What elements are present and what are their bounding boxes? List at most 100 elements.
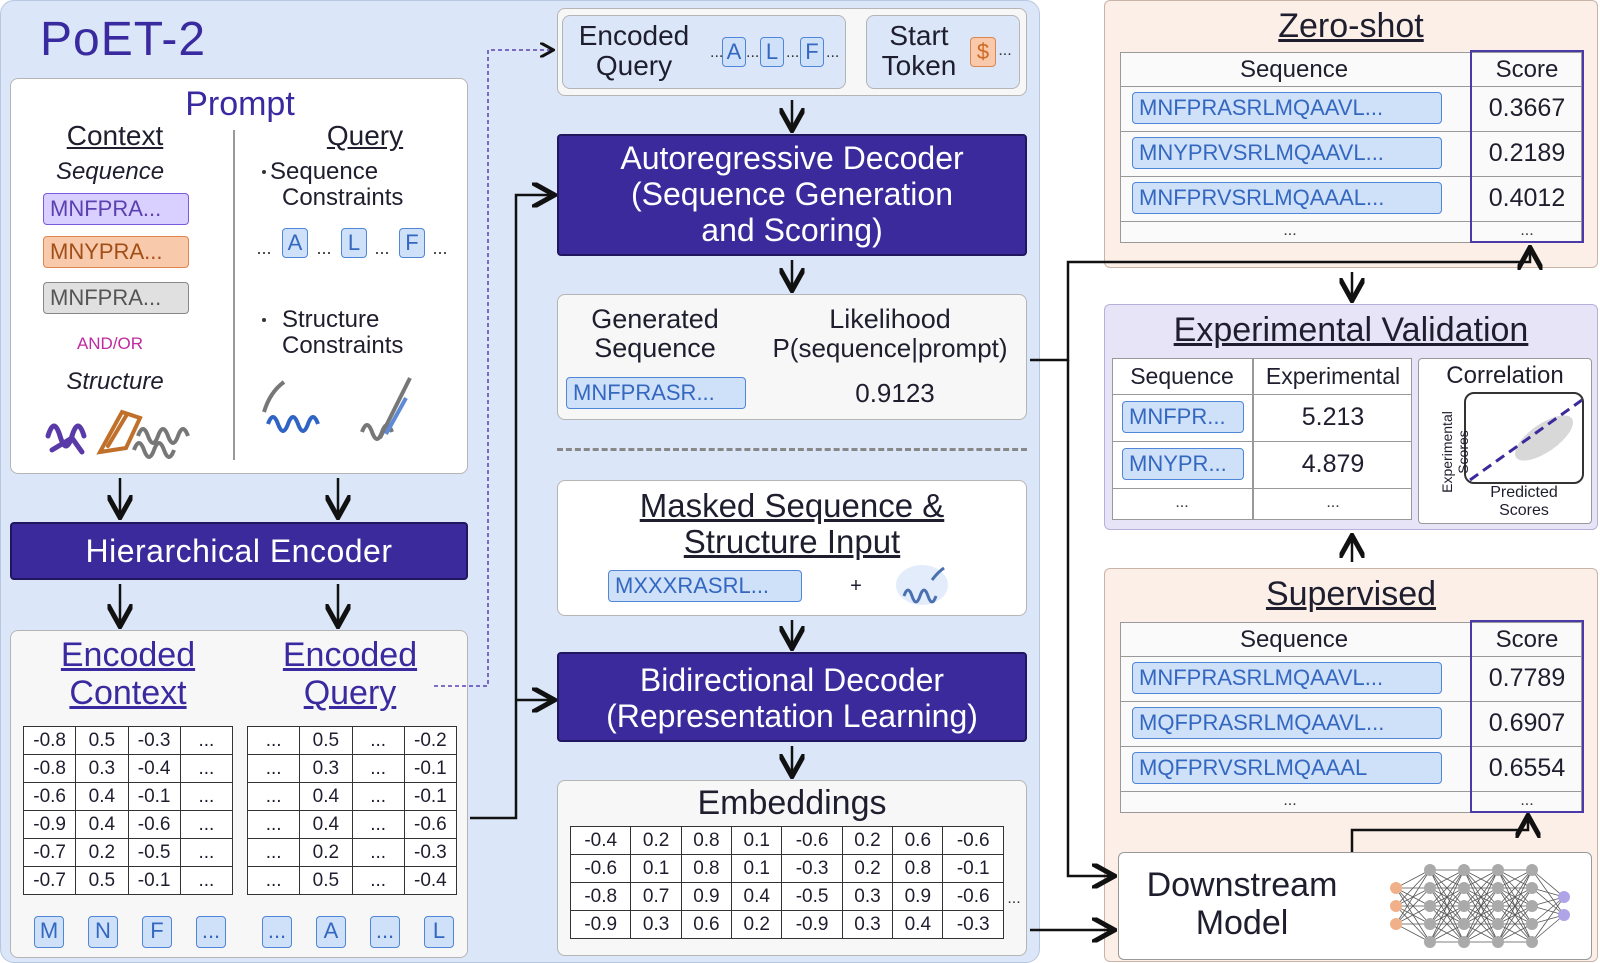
zero-shot-sequence-chip: MNYPRVSRLMQAAVL... <box>1132 137 1442 169</box>
nn-node <box>1492 900 1504 912</box>
eq-input-dots: ... <box>826 44 840 61</box>
masked-title-1: Masked Sequence & <box>639 487 945 524</box>
embedding-cell: -0.4 <box>569 826 632 855</box>
encoded-query-row: ...0.4...-0.6 <box>246 810 458 839</box>
nn-node <box>1424 882 1436 894</box>
zero-shot-more-dots: ... <box>1283 222 1297 239</box>
encoded-query-cell: 0.4 <box>299 782 353 811</box>
nn-node <box>1526 936 1538 948</box>
encoded-query-cell: ... <box>246 810 301 839</box>
nn-node <box>1458 918 1470 930</box>
bidirectional-decoder: Bidirectional Decoder (Representation Le… <box>557 652 1027 742</box>
supervised-title: Supervised <box>1265 575 1437 613</box>
nn-node <box>1458 882 1470 894</box>
prompt-title: Prompt <box>185 85 295 123</box>
experimental-more-dots: ... <box>1326 494 1340 511</box>
generated-header-1: Generated <box>591 304 719 334</box>
encoded-query-cell: -0.1 <box>403 782 458 811</box>
structure-label: Structure <box>66 368 164 395</box>
prompt-box <box>10 78 468 474</box>
encoded-query-cell: 0.5 <box>299 866 353 895</box>
bi-line-2: (Representation Learning) <box>606 698 978 734</box>
encoded-context-cell: -0.7 <box>22 866 77 895</box>
embedding-cell: 0.4 <box>892 910 944 939</box>
encoded-context-1: Encoded <box>60 636 196 674</box>
nn-node <box>1424 918 1436 930</box>
nn-edge <box>1497 869 1533 925</box>
encoded-query-cell: ... <box>351 838 405 867</box>
encoded-context-cell: ... <box>179 838 234 867</box>
encoded-query-cell: 0.4 <box>299 810 353 839</box>
zero-shot-more-dots: ... <box>1520 222 1534 239</box>
encoded-context-cell: -0.1 <box>127 782 181 811</box>
embedding-cell: -0.9 <box>781 910 843 939</box>
supervised-row-divider <box>1120 791 1582 792</box>
embedding-cell: 0.8 <box>892 854 944 883</box>
embedding-cell: 0.8 <box>680 826 733 855</box>
encoded-query-table: ...0.5...-0.2...0.3...-0.1...0.4...-0.1.… <box>246 726 458 895</box>
encoded-context-cell: -0.6 <box>22 782 77 811</box>
encoded-query-cell: ... <box>351 782 405 811</box>
nn-edge <box>1531 869 1565 898</box>
section-divider <box>557 448 1027 451</box>
nn-edge <box>1463 869 1499 925</box>
supervised-col-sequence: Sequence <box>1239 626 1349 653</box>
downstream-line-1: Downstream <box>1146 866 1338 904</box>
eq-input-dots: ... <box>710 44 724 61</box>
nn-edge <box>1395 887 1431 925</box>
nn-edge <box>1429 869 1465 889</box>
embedding-cell: -0.9 <box>569 910 632 939</box>
experimental-more-dots: ... <box>1175 494 1189 511</box>
purple-structure-icon <box>45 423 87 455</box>
helix-constraint-icon <box>262 380 320 433</box>
encoded-context-cell: 0.5 <box>75 866 129 895</box>
nn-edge <box>1531 914 1565 943</box>
embedding-cell: -0.3 <box>942 910 1004 939</box>
encoded-context-cell: ... <box>179 726 234 755</box>
supervised-score-highlight <box>1470 620 1584 813</box>
ar-line-2: (Sequence Generation <box>631 176 953 212</box>
encoded-query-cell: -0.6 <box>403 810 458 839</box>
encoded-query-cell: 0.5 <box>299 726 353 755</box>
embeddings-trailing-dots: ... <box>1007 890 1021 907</box>
embedding-cell: 0.3 <box>630 910 682 939</box>
encoded-context-token: F <box>142 916 172 948</box>
nn-edge <box>1497 869 1533 889</box>
likelihood-header-2: P(sequence|prompt) <box>772 333 1008 363</box>
encoded-context-cell: -0.4 <box>127 754 181 783</box>
nn-edge <box>1429 869 1465 907</box>
eq-input-dots: ... <box>786 44 800 61</box>
query-token-dots-4: ... <box>432 238 448 258</box>
eq-input-token: L <box>760 37 784 67</box>
seq-constraints-1: Sequence <box>270 158 379 185</box>
supervised-more-dots: ... <box>1520 792 1534 809</box>
hierarchical-encoder: Hierarchical Encoder <box>10 522 468 580</box>
supervised-score-value: 0.6554 <box>1488 754 1566 782</box>
nn-edge <box>1463 887 1499 943</box>
zero-shot-row-divider <box>1120 86 1582 87</box>
query-token-f: F <box>399 228 425 258</box>
supervised-col-score: Score <box>1495 626 1559 653</box>
nn-node <box>1458 864 1470 876</box>
encoded-context-cell: -0.5 <box>127 838 181 867</box>
encoded-context-cell: ... <box>179 754 234 783</box>
nn-edge <box>1463 869 1499 943</box>
start-token-chip: $ <box>970 37 996 67</box>
embedding-cell: 0.6 <box>680 910 733 939</box>
nn-edge <box>1497 869 1533 907</box>
nn-edge <box>1463 869 1499 907</box>
supervised-row-divider <box>1120 656 1582 657</box>
embedding-cell: -0.6 <box>942 882 1004 911</box>
nn-edge <box>1395 869 1431 907</box>
masked-title-2: Structure Input <box>683 523 901 560</box>
encoded-context-cell: 0.2 <box>75 838 129 867</box>
encoded-query-cell: ... <box>351 866 405 895</box>
struct-constraints-2: Constraints <box>282 332 404 359</box>
encoded-query-row: ...0.5...-0.2 <box>246 726 458 755</box>
nn-edge <box>1463 869 1499 889</box>
